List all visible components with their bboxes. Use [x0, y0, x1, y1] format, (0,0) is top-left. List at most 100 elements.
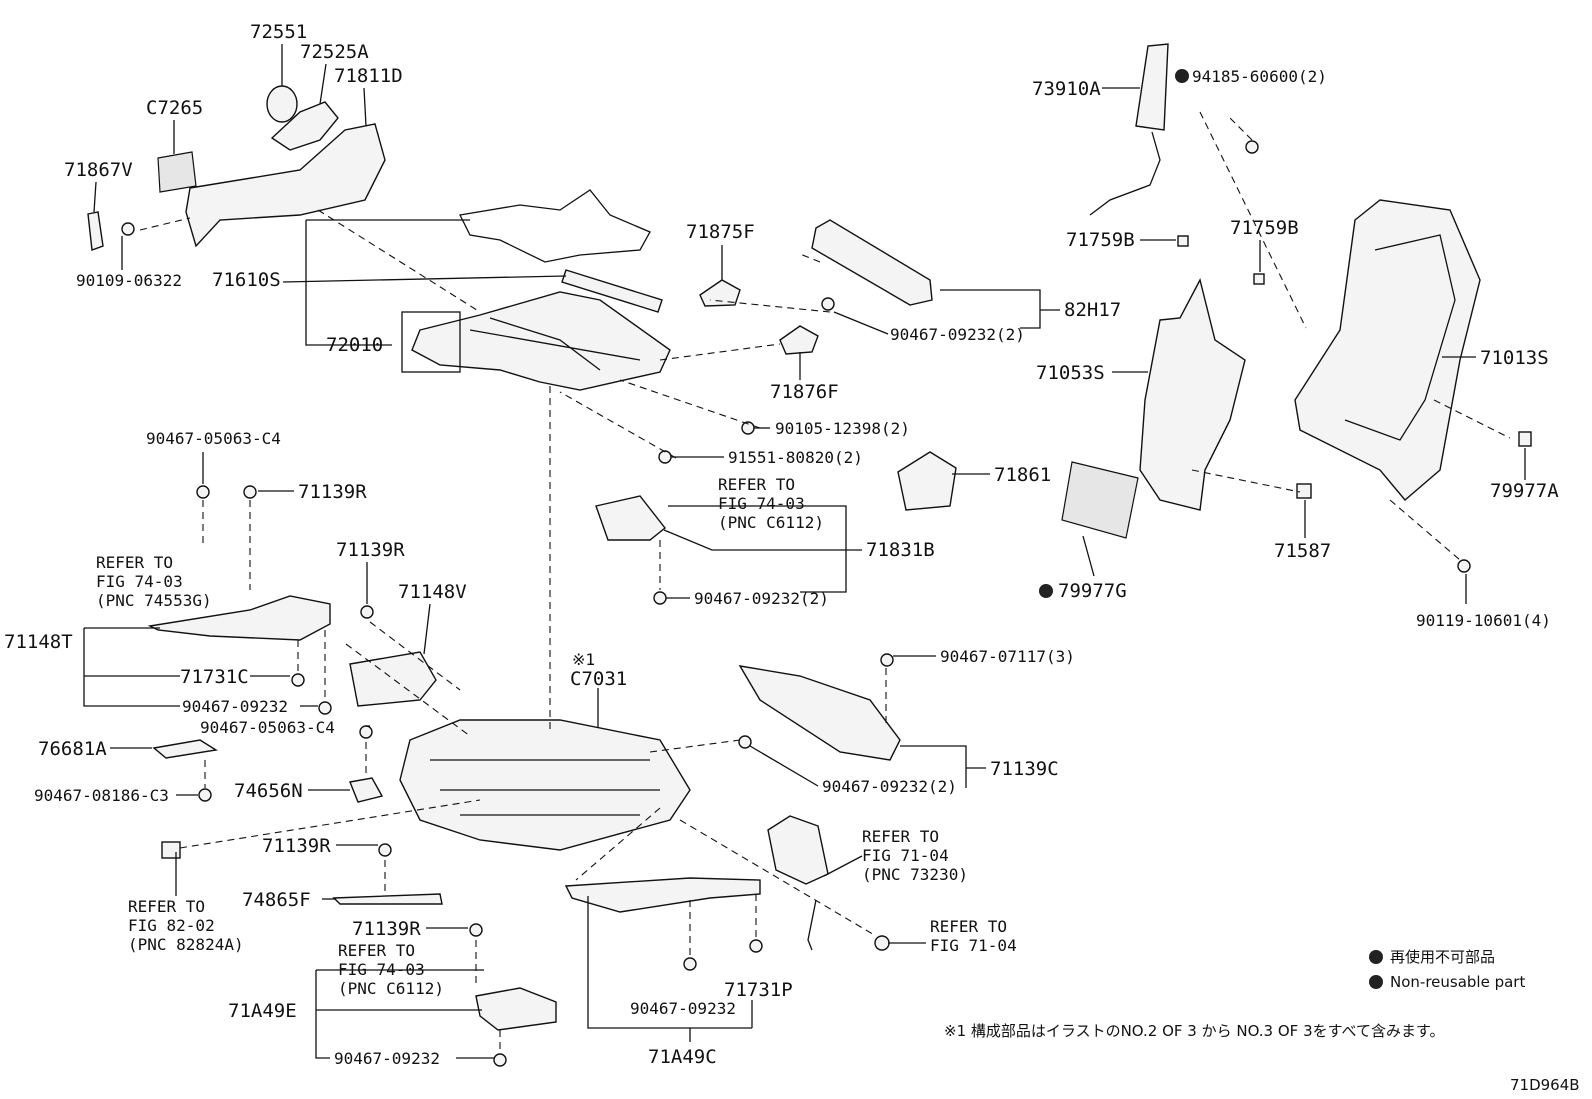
label-76681A: 76681A — [38, 738, 107, 760]
refer-r2-line3: (PNC C6112) — [718, 513, 824, 532]
label-C7265: C7265 — [146, 97, 203, 119]
part-72010 — [411, 291, 671, 391]
part-71A49C — [564, 877, 761, 913]
part-C7265 — [157, 151, 197, 193]
label-71139R-a: 71139R — [298, 481, 367, 503]
part-71013S — [1294, 199, 1481, 501]
refer-r2: REFER TO FIG 74-03 (PNC C6112) — [718, 475, 824, 532]
label-90467-09232-2-c: 90467-09232(2) — [822, 777, 957, 796]
label-94185-60600: 94185-60600(2) — [1192, 67, 1327, 86]
refer-r4: REFER TO FIG 71-04 (PNC 73230) — [862, 827, 968, 884]
part-71875F — [699, 279, 741, 307]
label-71876F: 71876F — [770, 381, 839, 403]
part-71759B-a — [1177, 235, 1189, 247]
label-71759B-b: 71759B — [1230, 217, 1299, 239]
part-C7031 — [399, 719, 691, 851]
refer-r1: REFER TO FIG 74-03 (PNC 74553G) — [96, 553, 212, 610]
part-82H17 — [811, 219, 933, 306]
part-illustrations — [87, 43, 1532, 1067]
label-71139R-c: 71139R — [262, 835, 331, 857]
part-90109 — [121, 222, 135, 236]
refer-r3-line3: (PNC 82824A) — [128, 935, 244, 954]
part-74656N — [349, 777, 384, 803]
label-72551: 72551 — [250, 21, 307, 43]
leader-lines — [83, 44, 1526, 1059]
part-72525A — [270, 101, 339, 151]
footnote: ※1 構成部品はイラストのNO.2 OF 3 から NO.3 OF 3をすべて含… — [944, 1022, 1444, 1040]
label-71831B: 71831B — [866, 539, 935, 561]
part-71876F — [779, 325, 819, 355]
label-71731P: 71731P — [724, 979, 793, 1001]
label-71139R-d: 71139R — [352, 918, 421, 940]
part-71053S — [1139, 278, 1246, 511]
part-79977G — [1061, 461, 1139, 539]
refer-r1-line1: REFER TO — [96, 553, 173, 572]
part-76681A — [152, 739, 218, 759]
label-90467-08186-C3: 90467-08186-C3 — [34, 786, 169, 805]
refer-r4-line1: REFER TO — [862, 827, 939, 846]
label-90467-05063-C4-b: 90467-05063-C4 — [200, 718, 335, 737]
legend-dot-en — [1369, 975, 1383, 989]
part-71861 — [897, 451, 957, 511]
label-90105-12398: 90105-12398(2) — [775, 419, 910, 438]
refer-r5: REFER TO FIG 71-04 — [930, 917, 1017, 955]
refer-r4-line2: FIG 71-04 — [862, 846, 949, 865]
dashed-guides — [139, 111, 1511, 1052]
label-71A49C: 71A49C — [648, 1046, 717, 1068]
label-90119-10601: 90119-10601(4) — [1416, 611, 1551, 630]
part-71759B-b — [1253, 273, 1265, 285]
label-90467-05063-C4-a: 90467-05063-C4 — [146, 429, 281, 448]
label-79977A: 79977A — [1490, 480, 1559, 502]
label-C7031-note: ※1 — [572, 650, 595, 669]
label-82H17: 82H17 — [1064, 299, 1121, 321]
label-73910A: 73910A — [1032, 78, 1101, 100]
legend-ja: 再使用不可部品 — [1390, 948, 1495, 966]
label-71610S: 71610S — [212, 269, 281, 291]
part-71831B — [595, 495, 666, 541]
non-reusable-dot-79977G — [1039, 584, 1053, 598]
label-71013S: 71013S — [1480, 347, 1549, 369]
label-72010: 72010 — [326, 334, 383, 356]
part-labels: 72551 72525A 71811D C7265 71867V 90109-0… — [4, 21, 1559, 1068]
part-73910A — [1135, 43, 1169, 131]
label-71875F: 71875F — [686, 221, 755, 243]
part-74865F — [332, 893, 443, 905]
refer-r3-line1: REFER TO — [128, 897, 205, 916]
label-90467-09232-2-a: 90467-09232(2) — [890, 325, 1025, 344]
part-bar — [561, 269, 663, 313]
refer-r6-line1: REFER TO — [338, 941, 415, 960]
label-91551-80820: 91551-80820(2) — [728, 448, 863, 467]
refer-r6-line2: FIG 74-03 — [338, 960, 425, 979]
label-71139R-b: 71139R — [336, 539, 405, 561]
refer-r6: REFER TO FIG 74-03 (PNC C6112) — [338, 941, 444, 998]
part-71867V — [87, 211, 104, 251]
refer-r1-line2: FIG 74-03 — [96, 572, 183, 591]
label-71148V: 71148V — [398, 581, 467, 603]
refer-r1-line3: (PNC 74553G) — [96, 591, 212, 610]
refer-r3: REFER TO FIG 82-02 (PNC 82824A) — [128, 897, 244, 954]
part-71610S — [459, 189, 651, 263]
label-71731C: 71731C — [180, 666, 249, 688]
label-71139C: 71139C — [990, 758, 1059, 780]
label-72525A: 72525A — [300, 41, 369, 63]
refer-to-blocks: REFER TO FIG 74-03 (PNC 74553G) REFER TO… — [96, 475, 1017, 998]
refer-r2-line1: REFER TO — [718, 475, 795, 494]
part-71148T — [147, 595, 331, 641]
label-71759B-a: 71759B — [1066, 229, 1135, 251]
label-71811D: 71811D — [334, 65, 403, 87]
part-79977A — [1518, 431, 1532, 447]
part-73230 — [767, 815, 829, 885]
part-72551 — [266, 85, 298, 123]
part-71148V — [349, 651, 437, 707]
label-71053S: 71053S — [1036, 362, 1105, 384]
non-reusable-markers — [1039, 69, 1189, 598]
label-90467-09232-a: 90467-09232 — [182, 697, 288, 716]
refer-r3-line2: FIG 82-02 — [128, 916, 215, 935]
part-82824A — [161, 841, 181, 859]
legend: 再使用不可部品 Non-reusable part — [1369, 948, 1525, 991]
part-71A49E — [475, 987, 557, 1031]
label-74865F: 74865F — [242, 889, 311, 911]
refer-r5-line1: REFER TO — [930, 917, 1007, 936]
part-71587 — [1296, 483, 1312, 499]
label-90467-09232-2-b: 90467-09232(2) — [694, 589, 829, 608]
